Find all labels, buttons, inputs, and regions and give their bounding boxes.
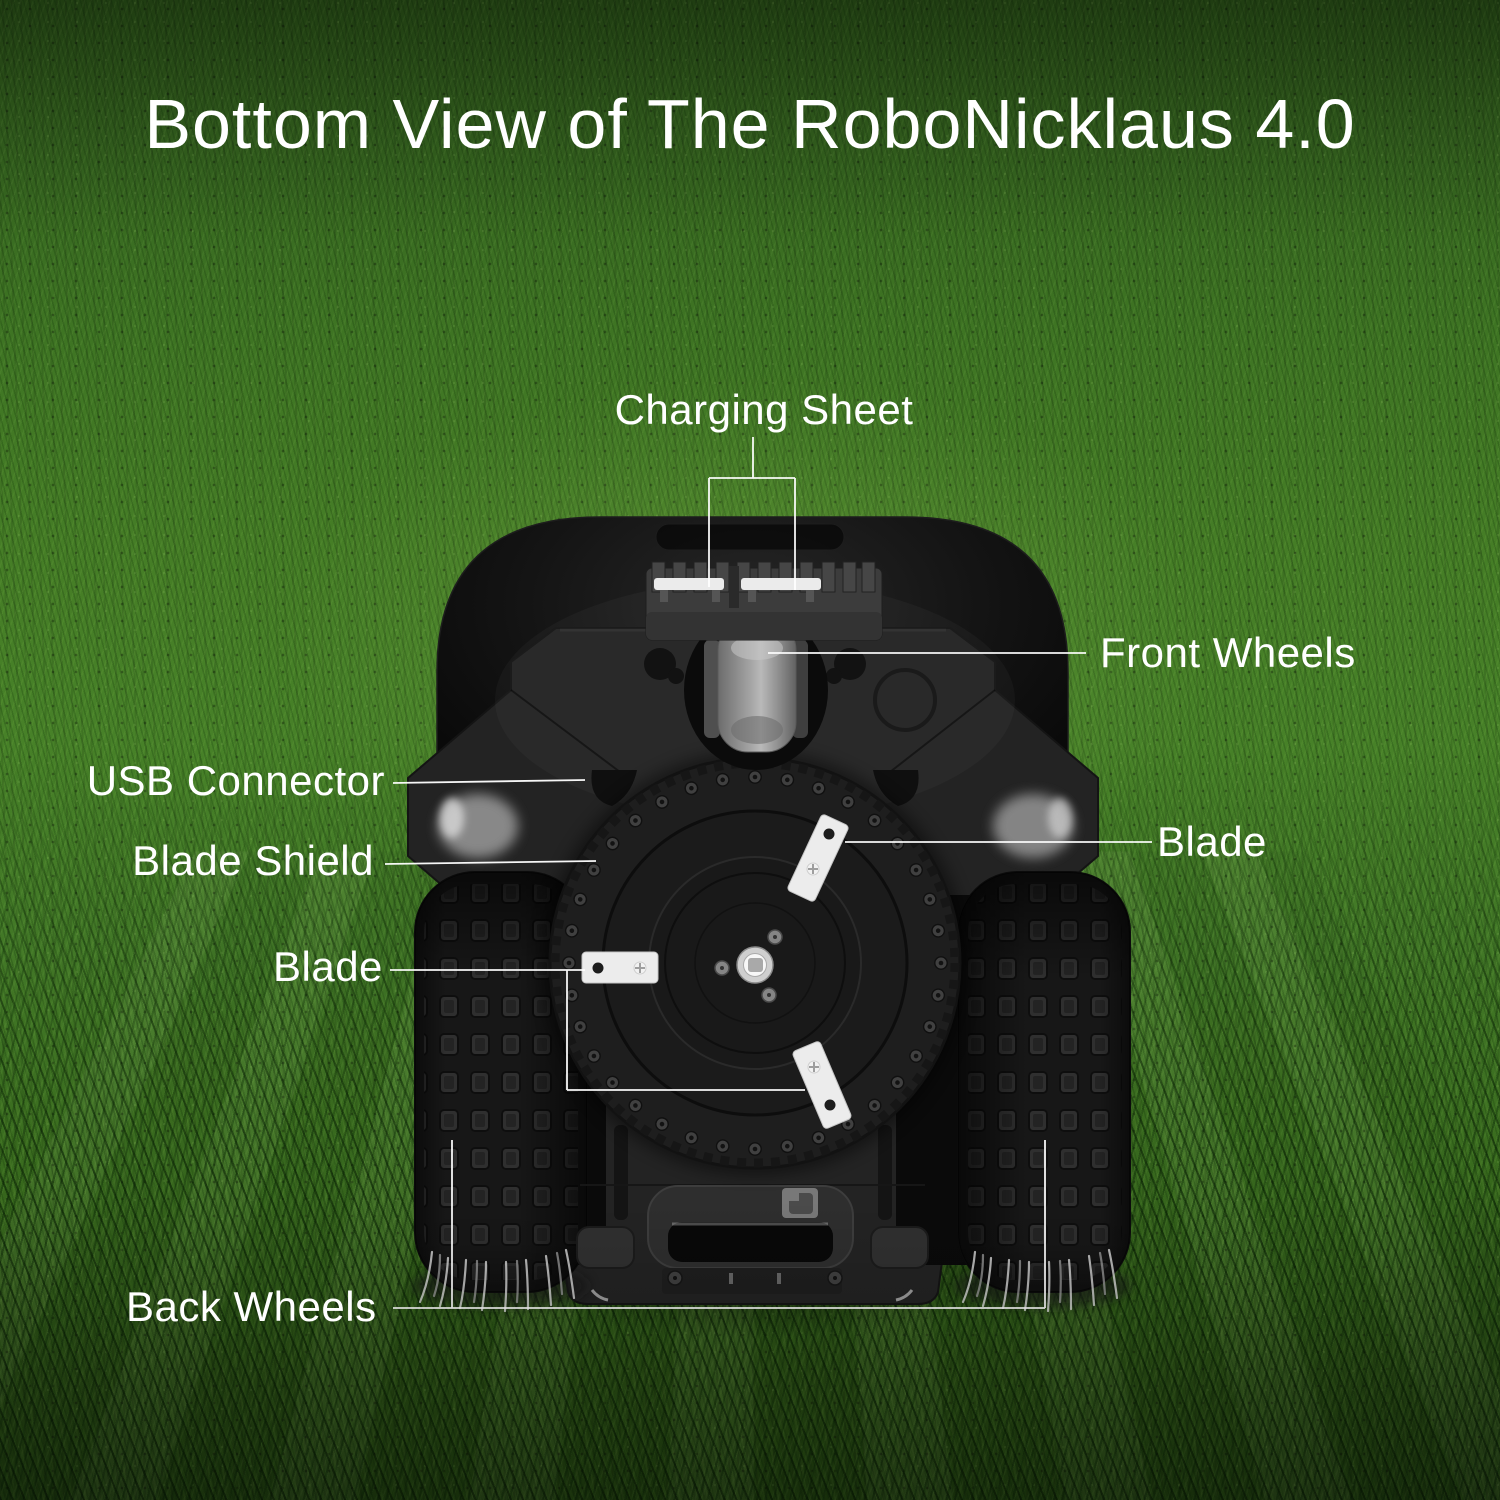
page-title: Bottom View of The RoboNicklaus 4.0 xyxy=(144,85,1356,163)
callout-label-usb-connector: USB Connector xyxy=(86,757,385,804)
blade-upper-right xyxy=(787,814,849,902)
side-rollers xyxy=(438,794,1073,858)
callout-label-blade-shield: Blade Shield xyxy=(132,837,374,884)
callout-label-blade-right: Blade xyxy=(1157,818,1267,865)
blade-lower-right xyxy=(792,1041,852,1129)
callout-label-back-wheels: Back Wheels xyxy=(126,1283,377,1330)
callout-label-front-wheels: Front Wheels xyxy=(1100,629,1356,676)
callout-label-charging-sheet: Charging Sheet xyxy=(614,386,914,433)
callout-label-blade-left: Blade xyxy=(273,943,383,990)
